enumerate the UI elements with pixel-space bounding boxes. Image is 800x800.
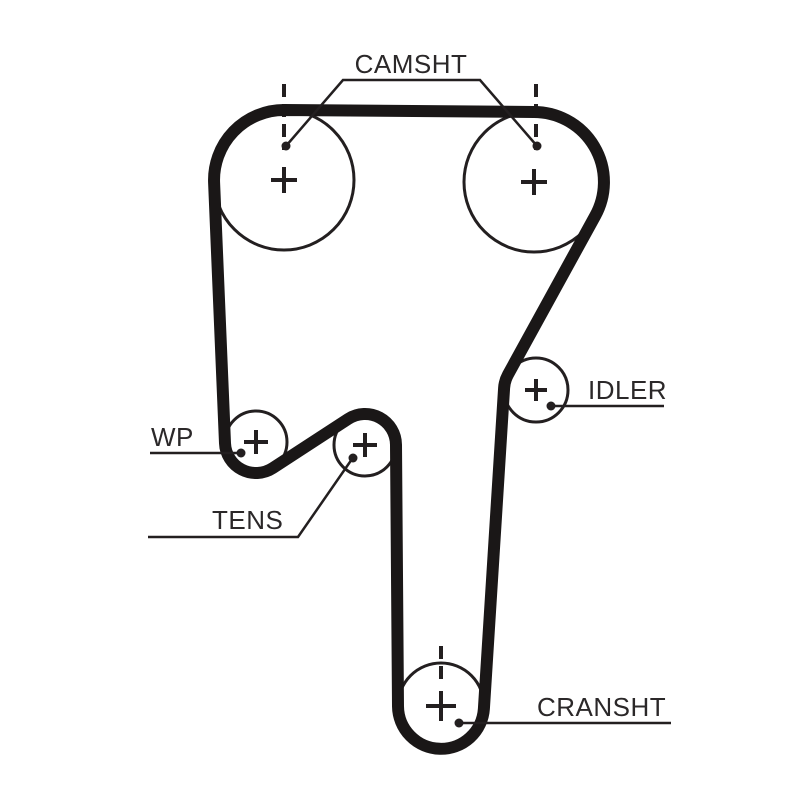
tensioner-center-mark <box>353 433 377 457</box>
idler-leader-dot <box>546 401 556 411</box>
water-pump-center-mark <box>244 430 268 454</box>
crankshaft-center-mark <box>426 691 456 721</box>
wp-leader-dot <box>236 448 246 458</box>
camshaft-left-center-mark <box>271 167 297 193</box>
cransht-leader-dot <box>454 718 464 728</box>
camshaft-leader-line <box>285 78 538 147</box>
tens-label: TENS <box>212 505 283 535</box>
camshaft-label: CAMSHT <box>355 49 468 79</box>
wp-label: WP <box>151 422 194 452</box>
timing-belt <box>208 104 610 755</box>
camshaft-left-leader-dot <box>281 141 291 151</box>
cransht-label: CRANSHT <box>537 692 666 722</box>
tens-leader-line <box>148 458 354 539</box>
camshaft-right-leader-dot <box>532 141 542 151</box>
idler-label: IDLER <box>588 375 667 405</box>
tens-leader-dot <box>348 453 358 463</box>
idler-center-mark <box>525 379 547 401</box>
camshaft-right-center-mark <box>521 169 547 195</box>
